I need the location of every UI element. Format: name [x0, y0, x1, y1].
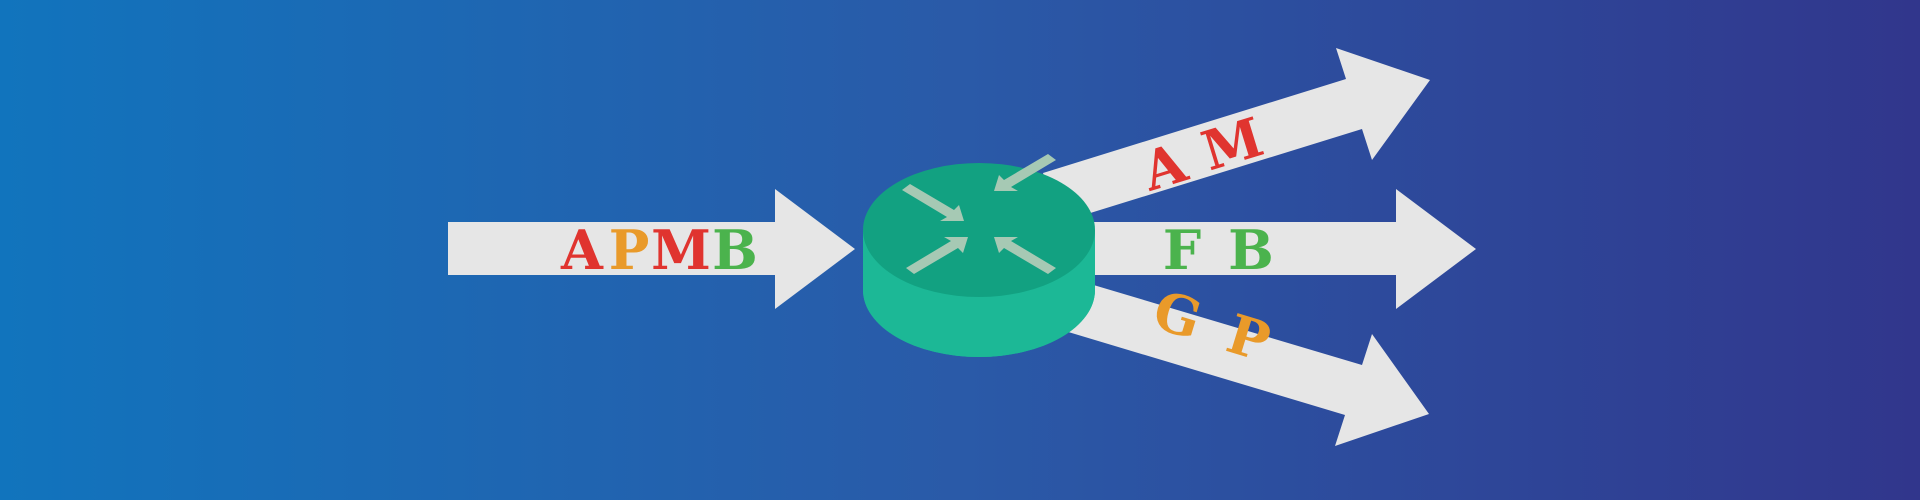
input-packet-label: B	[712, 218, 758, 282]
router	[863, 154, 1095, 357]
router-crossing-arrows-icon	[902, 154, 1056, 274]
output-arrow-upper	[1043, 48, 1430, 223]
output-arrow-lower	[1055, 278, 1429, 446]
output-packet-label-middle: B	[1228, 218, 1274, 282]
output-packet-label-middle: F	[1163, 218, 1201, 282]
input-packet-label: M	[651, 218, 711, 282]
input-packet-label: P	[609, 218, 650, 282]
input-arrow	[448, 189, 855, 309]
input-packet-label: A	[560, 218, 604, 282]
router-top	[863, 163, 1095, 297]
output-arrow-middle	[1090, 189, 1476, 309]
